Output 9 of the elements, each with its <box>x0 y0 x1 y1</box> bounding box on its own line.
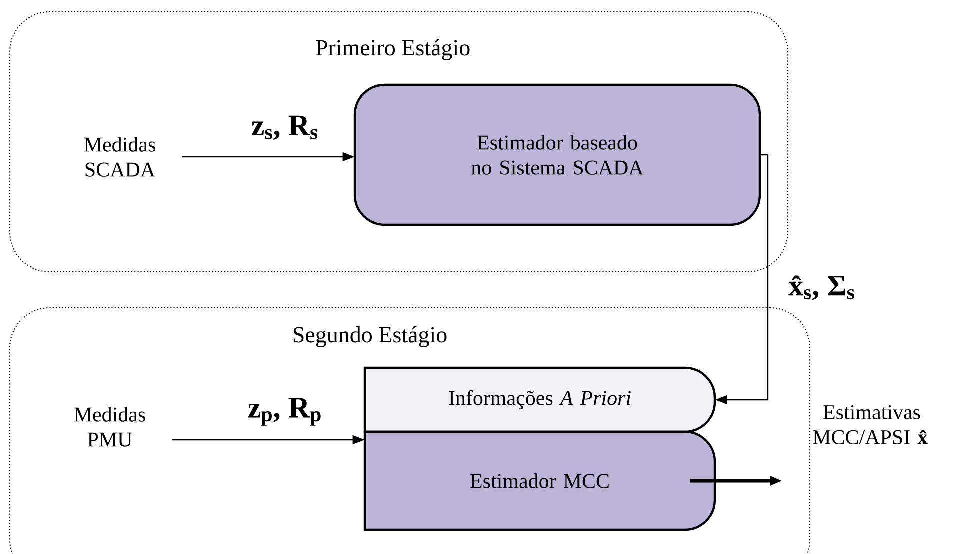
process-box: Estimador baseado no Sistema SCADA <box>354 84 762 226</box>
label-text: Estimativas MCC/APSI x̂ <box>813 405 928 445</box>
label-text: Medidas SCADA <box>84 137 156 177</box>
edge-label: x̂$_{s}$, Σ$_{s}$ <box>788 274 856 302</box>
label-text: Medidas PMU <box>74 407 146 447</box>
edge-label: z$_{s}$, R$_{s}$ <box>250 114 320 142</box>
process-box: Estimador MCC <box>364 430 716 532</box>
edge-label: z$_{p}$, R$_{p}$ <box>246 397 324 427</box>
process-box: Informações A Priori <box>364 366 716 434</box>
